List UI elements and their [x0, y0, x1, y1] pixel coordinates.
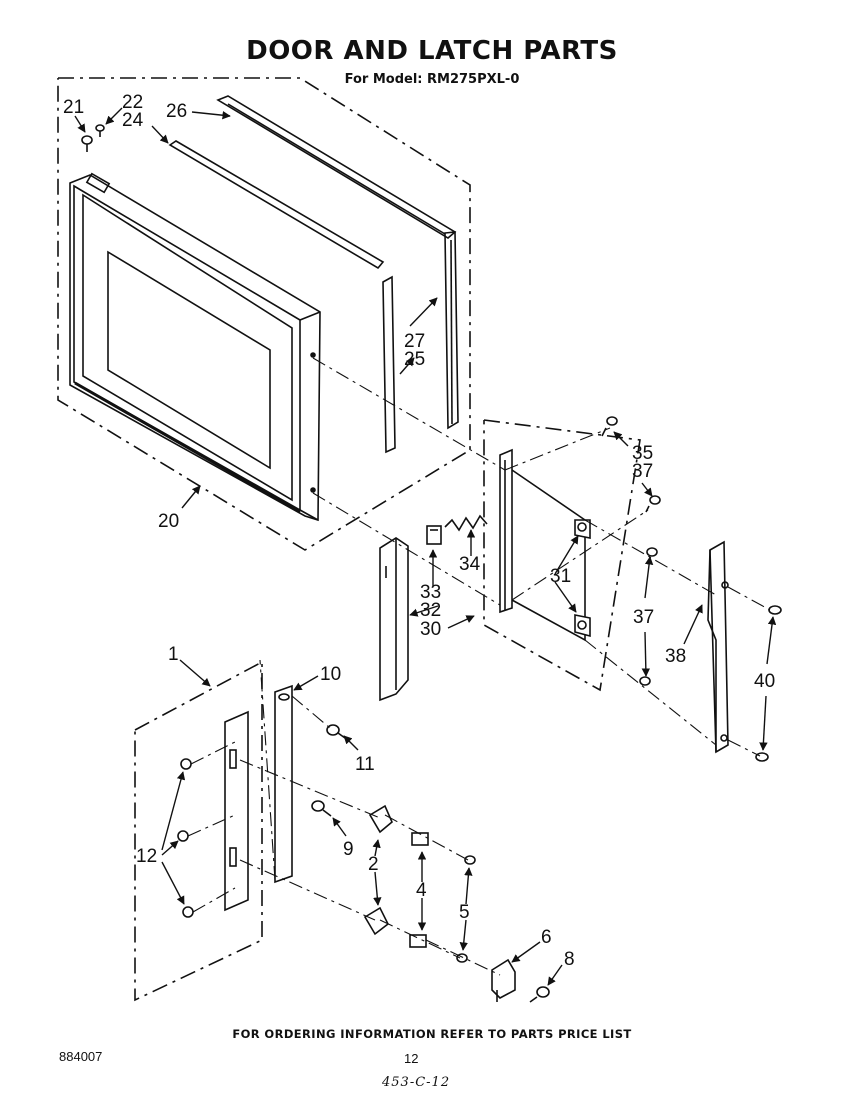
callout-6: 6 — [541, 927, 552, 948]
callout-12: 12 — [136, 846, 157, 867]
leader-arrows — [74, 107, 777, 986]
callout-33: 33 — [420, 582, 441, 603]
callout-11: 11 — [355, 754, 375, 775]
screw-37-mid — [646, 547, 658, 557]
latch-arm-31-upper — [574, 519, 591, 539]
callout-35: 35 — [632, 443, 653, 464]
interlock-switch-4-lower — [409, 934, 427, 948]
interlock-rail-10 — [274, 684, 293, 884]
screw-12-mid — [177, 830, 189, 842]
callout-37-lower: 37 — [633, 607, 654, 628]
screw-5-upper — [464, 855, 476, 865]
callout-31: 31 — [550, 566, 571, 587]
interlock-group-boundary — [134, 660, 263, 1002]
callout-labels: 21 22 24 26 27 25 20 35 37 34 31 33 32 3… — [63, 92, 775, 970]
page-title: DOOR AND LATCH PARTS — [246, 36, 618, 66]
callout-30: 30 — [420, 619, 441, 640]
latch-plate-30 — [499, 448, 586, 642]
callout-20: 20 — [158, 511, 179, 532]
callout-34: 34 — [459, 554, 481, 575]
callout-38: 38 — [665, 646, 686, 667]
screw-21 — [81, 135, 93, 152]
callout-40: 40 — [754, 671, 775, 692]
door-frame — [69, 172, 321, 522]
door-choke-26 — [216, 95, 459, 430]
page-number: 12 — [404, 1051, 419, 1066]
screw-37-upper — [645, 495, 661, 513]
switch-bracket-2-lower — [363, 906, 390, 936]
screw-37-low — [639, 676, 651, 686]
screw-12-bot — [182, 906, 194, 918]
door-handle-32 — [379, 537, 409, 702]
screw-5-lower — [456, 953, 468, 963]
interlock-switch-4-upper — [411, 832, 429, 846]
latch-arm-31-lower — [574, 614, 591, 638]
handwritten-note: 453-C-12 — [382, 1075, 451, 1090]
screw-12-top — [180, 758, 192, 770]
callout-27: 27 — [404, 331, 425, 352]
callout-21: 21 — [63, 97, 84, 118]
callout-32: 32 — [420, 600, 441, 621]
switch-bracket-2-upper — [368, 804, 393, 834]
latch-spring-34 — [444, 514, 488, 532]
screw-9 — [311, 800, 332, 817]
callout-26: 26 — [166, 101, 187, 122]
callout-22: 22 — [122, 92, 143, 113]
callout-24: 24 — [122, 110, 144, 131]
interlock-bracket-plate — [224, 710, 249, 912]
document-number: 884007 — [59, 1049, 103, 1064]
screw-40-upper — [768, 605, 782, 615]
latch-button-33 — [426, 525, 442, 545]
door-group-boundary — [57, 77, 471, 551]
latch-group-boundary — [483, 419, 641, 692]
screw-11 — [326, 724, 346, 739]
callout-4: 4 — [416, 880, 427, 901]
screw-8 — [529, 986, 550, 1003]
callout-1: 1 — [168, 644, 179, 665]
monitor-switch-6 — [491, 958, 516, 1002]
screw-40-lower — [755, 752, 769, 762]
callout-5: 5 — [459, 902, 470, 923]
door-seal-strip-25 — [382, 275, 396, 454]
callout-8: 8 — [564, 949, 575, 970]
screw-22 — [95, 124, 105, 137]
callout-37-upper: 37 — [632, 461, 653, 482]
callout-9: 9 — [343, 839, 354, 860]
latch-cover-38 — [707, 540, 729, 754]
door-seal-strip-24 — [168, 140, 385, 270]
model-subtitle: For Model: RM275PXL-0 — [344, 72, 520, 87]
callout-25: 25 — [404, 349, 425, 370]
ordering-info-footer: FOR ORDERING INFORMATION REFER TO PARTS … — [232, 1027, 632, 1041]
callout-2: 2 — [368, 854, 379, 875]
callout-10: 10 — [320, 664, 341, 685]
